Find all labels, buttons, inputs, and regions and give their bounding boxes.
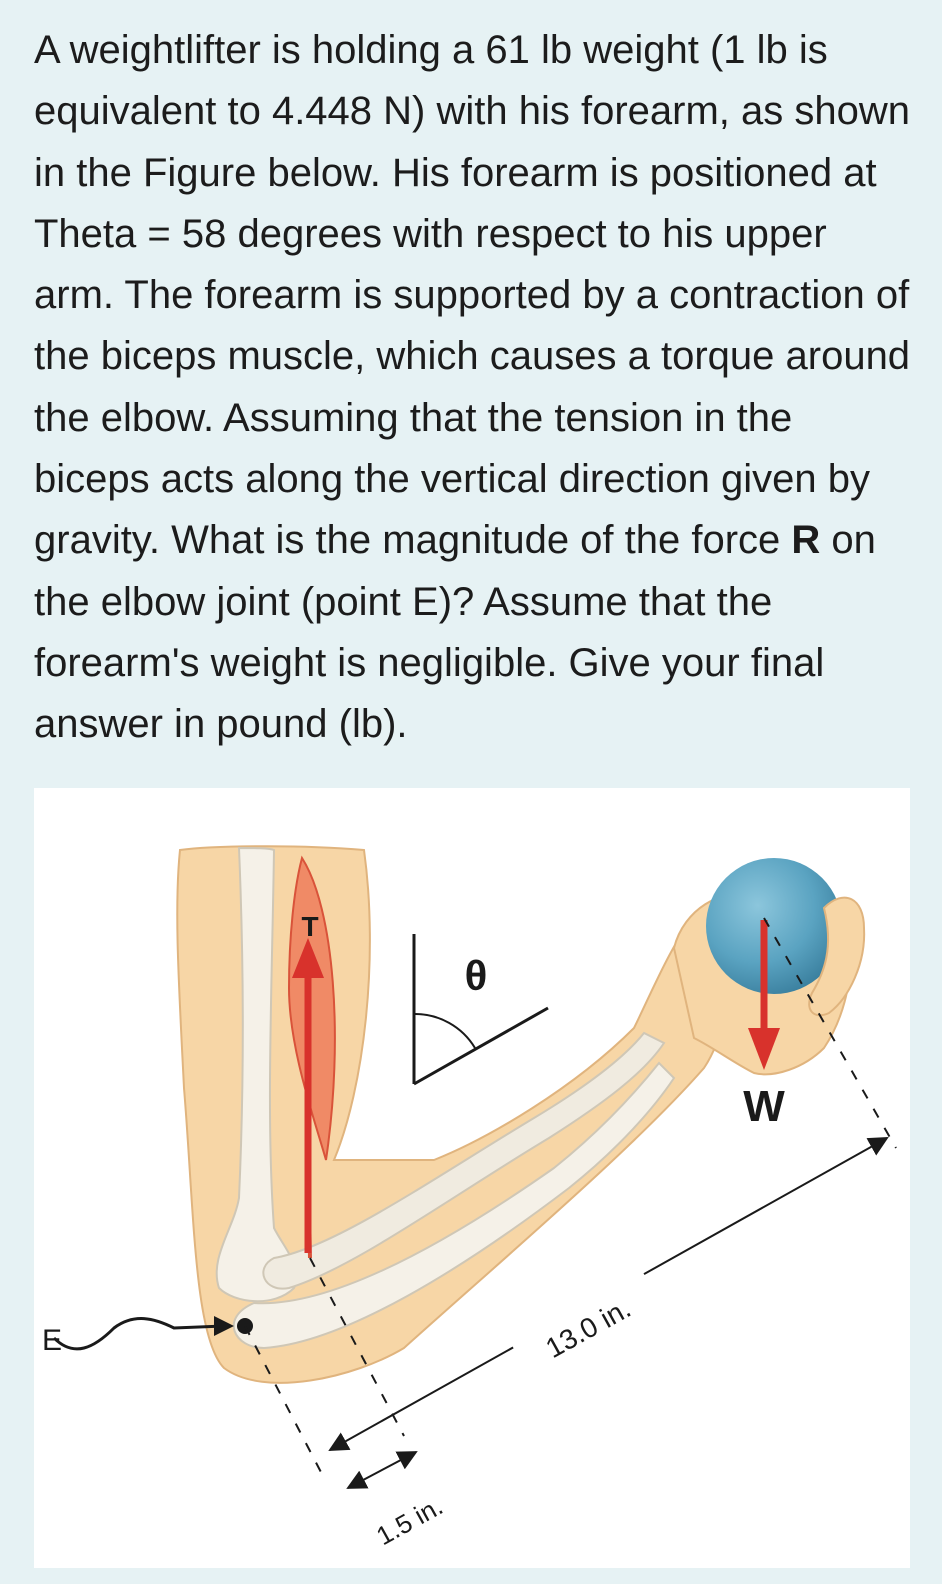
fingers — [808, 896, 866, 1017]
humerus-bone — [215, 846, 298, 1303]
arm-figure: T θ W E 13.0 in. 1.5 in. — [34, 788, 910, 1568]
label-e: E — [42, 1324, 62, 1357]
label-theta: θ — [465, 952, 488, 999]
dimension-label-long-bg — [511, 1272, 663, 1380]
dimension-line-short — [346, 1451, 418, 1489]
biceps-muscle — [287, 855, 336, 1161]
angle-arc — [413, 1012, 476, 1049]
arm-illustration: T θ W E 13.0 in. 1.5 in. — [42, 845, 897, 1552]
question-text: A weightlifter is holding a 61 lb weight… — [34, 20, 914, 756]
dimension-label-short: 1.5 in. — [371, 1491, 447, 1552]
tension-arrowhead — [292, 938, 324, 978]
label-e-pointer-head — [214, 1316, 234, 1336]
label-t: T — [301, 911, 318, 942]
question-text-part1: A weightlifter is holding a 61 lb weight… — [34, 28, 911, 563]
force-r-symbol: R — [791, 518, 821, 563]
angle-forearm-line — [413, 1006, 549, 1086]
extension-line-elbow — [244, 1325, 325, 1479]
question-text-part2: on the elbow joint (point E)? Assume tha… — [34, 518, 876, 747]
label-e-pointer — [52, 1317, 225, 1351]
label-w: W — [743, 1082, 785, 1131]
weight-arrowhead — [748, 1028, 780, 1070]
weight-ball — [706, 858, 842, 994]
extension-line-weight — [763, 917, 897, 1149]
